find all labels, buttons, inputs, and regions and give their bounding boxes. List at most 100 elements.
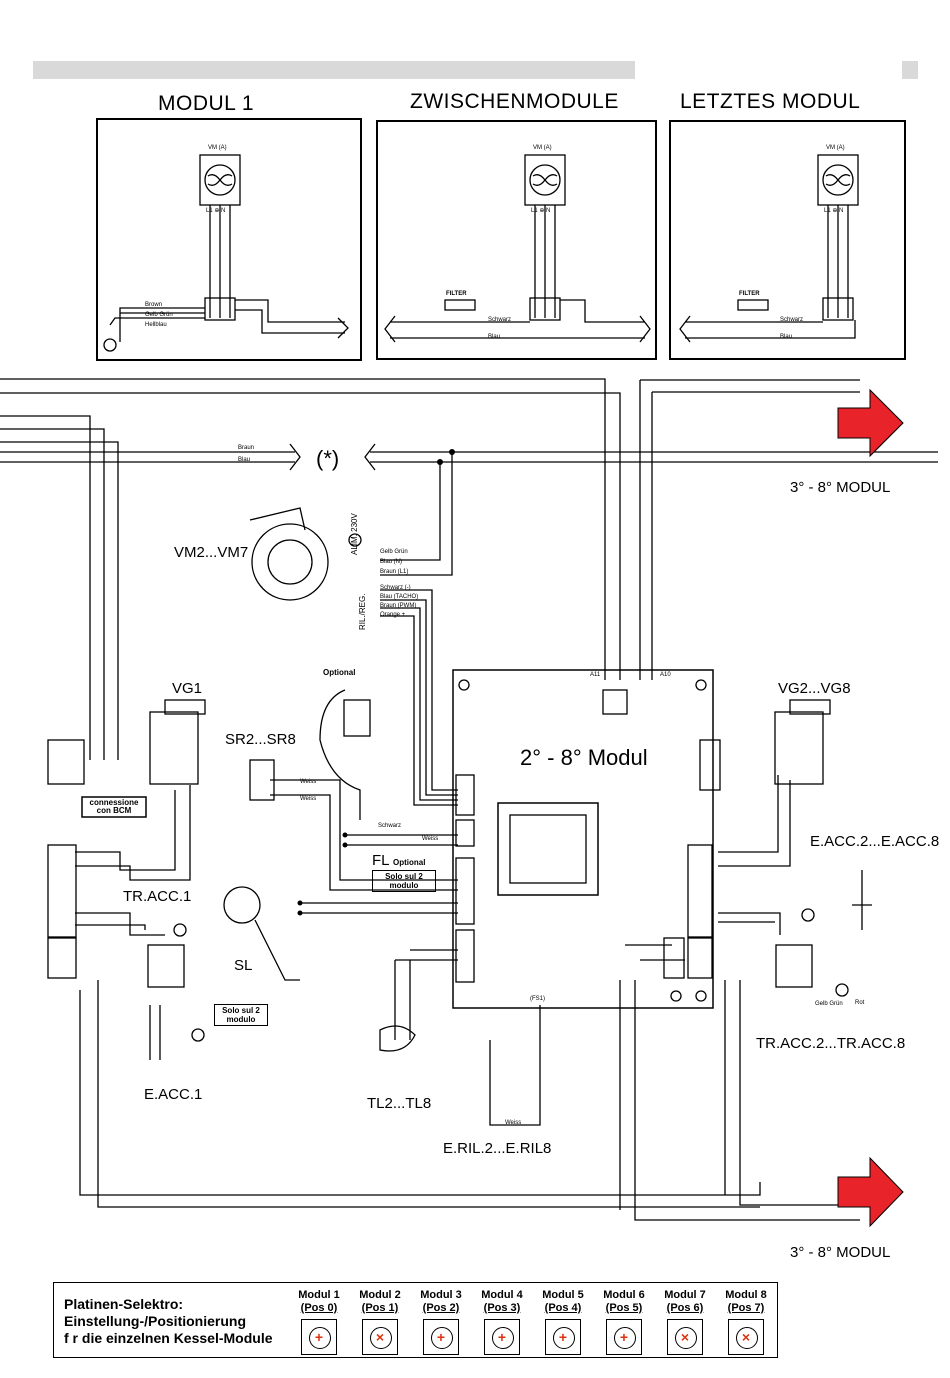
module-selector[interactable]: Modul 5 (Pos 4) + <box>534 1289 592 1355</box>
label-sl: SL <box>234 957 253 974</box>
fan-vm2 <box>251 523 329 601</box>
module-pos: (Pos 0) <box>300 1302 338 1314</box>
dial-mark: + <box>314 1329 324 1345</box>
selector-title-line3: f r die einzelnen Kessel-Module <box>64 1330 273 1346</box>
rotary-dial-icon: + <box>301 1319 337 1355</box>
label-fs1: (FS1) <box>530 996 545 1002</box>
label-sr2-sr8: SR2...SR8 <box>225 731 296 748</box>
label-ril-reg: RIL./REG. <box>358 593 367 630</box>
label-a11: A11 <box>590 672 601 678</box>
panel-title-modul1: MODUL 1 <box>158 92 255 115</box>
rotary-dial-icon: + <box>484 1319 520 1355</box>
rotary-dial-icon: + <box>606 1319 642 1355</box>
dial-mark: + <box>436 1329 446 1345</box>
label-tr-acc1: TR.ACC.1 <box>123 888 192 905</box>
module-selector[interactable]: Modul 6 (Pos 5) + <box>595 1289 653 1355</box>
selector-box: Platinen-Selektro: Einstellung-/Position… <box>53 1282 778 1358</box>
arrows <box>837 388 904 1228</box>
sensor-sr <box>249 759 275 801</box>
wire-gelb-gruen-right: Gelb Grün <box>815 1001 843 1007</box>
wire-rot-right: Rot <box>855 1000 865 1006</box>
rotary-dial-icon: + <box>423 1319 459 1355</box>
dial-mark: + <box>619 1329 629 1345</box>
module-name: Modul 2 <box>359 1289 401 1301</box>
terminals-2: L1 ⊕ N <box>531 208 551 214</box>
module-name: Modul 8 <box>725 1289 767 1301</box>
module-name: Modul 5 <box>542 1289 584 1301</box>
reg-wire-0: Schwarz (-) <box>380 585 411 591</box>
selector-title: Platinen-Selektro: Einstellung-/Position… <box>64 1296 273 1347</box>
transformer-tr-acc2 <box>775 944 813 988</box>
module-name: Modul 1 <box>298 1289 340 1301</box>
module-selector[interactable]: Modul 2 (Pos 1) × <box>351 1289 409 1355</box>
label-e-acc2: E.ACC.2...E.ACC.8 <box>810 833 940 850</box>
label-a10: A10 <box>660 672 671 678</box>
rotary-dial-icon: + <box>545 1319 581 1355</box>
wire-weiss-eril: Weiss <box>505 1120 522 1126</box>
filter-label-2: FILTER <box>446 291 467 297</box>
valve-vg1 <box>149 711 199 785</box>
label-vm2-vm7: VM2...VM7 <box>174 544 249 561</box>
board-title[interactable]: 2° - 8° Modul <box>520 745 648 770</box>
next-module-top: 3° - 8° MODUL <box>790 479 891 496</box>
alim-wire-0: Gelb Grün <box>380 549 408 555</box>
asterisk-label: (*) <box>316 446 340 471</box>
module-selector[interactable]: Modul 4 (Pos 3) + <box>473 1289 531 1355</box>
filter-label-3: FILTER <box>739 291 760 297</box>
label-alim: ALIM. 230V <box>350 513 359 555</box>
wire-weiss-1: Weiss <box>300 779 317 785</box>
wire-weiss-fl: Weiss <box>422 836 439 842</box>
label-e-ril: E.RIL.2...E.RIL8 <box>443 1140 552 1157</box>
alim-wire-1: Blau (N) <box>380 559 403 565</box>
module-name: Modul 6 <box>603 1289 645 1301</box>
wire-lb-1: Hellblau <box>145 322 167 328</box>
rotary-dial-icon: × <box>667 1319 703 1355</box>
alim-wire-2: Braun (L1) <box>380 569 409 575</box>
terminals-3: L1 ⊕ N <box>824 208 844 214</box>
label-vg1: VG1 <box>172 680 203 697</box>
wire-weiss-2: Weiss <box>300 796 317 802</box>
valve-vg2 <box>774 711 824 785</box>
module-name: Modul 7 <box>664 1289 706 1301</box>
module-pos: (Pos 7) <box>727 1302 765 1314</box>
label-vg2-vg8: VG2...VG8 <box>778 680 851 697</box>
vm-label-3: VM (A) <box>826 145 845 151</box>
label-tr-acc2: TR.ACC.2...TR.ACC.8 <box>756 1035 906 1052</box>
wire-black-2: Schwarz <box>488 317 512 323</box>
label-fl-optional: Optional <box>393 858 426 867</box>
module-selector[interactable]: Modul 1 (Pos 0) + <box>290 1289 348 1355</box>
next-module-bottom: 3° - 8° MODUL <box>790 1244 891 1261</box>
wire-black-3: Schwarz <box>780 317 804 323</box>
dial-mark: + <box>497 1329 507 1345</box>
label-e-acc1: E.ACC.1 <box>144 1086 203 1103</box>
bus-wire-braun: Braun <box>238 445 255 451</box>
header-bar <box>33 61 635 79</box>
header-tab <box>902 61 918 79</box>
wire-schwarz-fl: Schwarz <box>378 823 402 829</box>
module-pos: (Pos 5) <box>605 1302 643 1314</box>
transformer-tr-acc1 <box>147 944 185 988</box>
module-selector[interactable]: Modul 7 (Pos 6) × <box>656 1289 714 1355</box>
panel-zwischen-frame <box>376 120 657 360</box>
reg-wire-2: Braun (PWM) <box>380 603 417 609</box>
module-selector[interactable]: Modul 3 (Pos 2) + <box>412 1289 470 1355</box>
selector-title-line1: Platinen-Selektro: <box>64 1296 184 1312</box>
terminals-1: L1 ⊕ N <box>206 208 226 214</box>
module-selector[interactable]: Modul 8 (Pos 7) × <box>717 1289 775 1355</box>
vm-label-1: VM (A) <box>208 145 227 151</box>
vm-symbol-3 <box>679 154 859 343</box>
wire-yg-1: Gelb Grün <box>145 312 173 318</box>
panel-modul1-frame <box>96 118 362 361</box>
module-pos: (Pos 4) <box>544 1302 582 1314</box>
sensor-tl <box>379 1025 416 1052</box>
controller-board <box>452 669 714 1009</box>
selector-title-line2: Einstellung-/Positionierung <box>64 1313 246 1329</box>
vm-symbol-2 <box>384 154 651 343</box>
dial-mark: + <box>558 1329 568 1345</box>
label-connessione: connessione con BCM <box>89 798 139 815</box>
module-pos: (Pos 2) <box>422 1302 460 1314</box>
vm-symbol-1 <box>103 154 349 352</box>
sensor-sl <box>223 886 261 924</box>
